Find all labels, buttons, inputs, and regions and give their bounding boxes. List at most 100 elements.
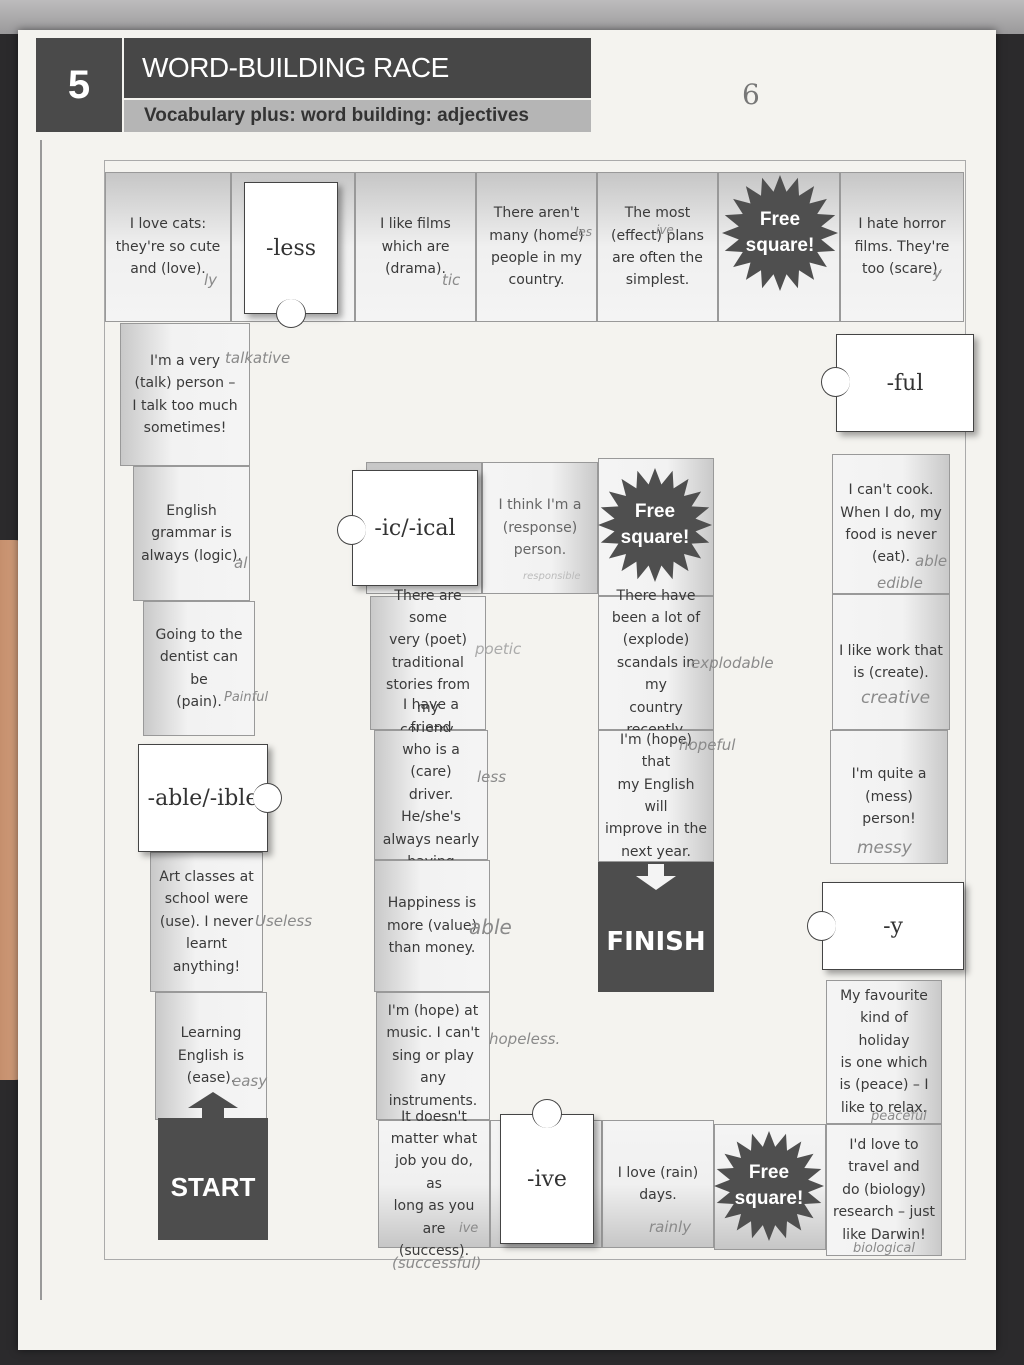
cell-line: (explode)	[622, 632, 690, 649]
cell-line: my English will	[617, 776, 695, 815]
cell-line: Happiness is	[387, 895, 477, 912]
handwritten-answer: ive	[459, 1221, 479, 1236]
cell-right-1: I can't cook. When I do, my food is neve…	[832, 454, 950, 594]
suffix-label: -less	[265, 235, 317, 261]
cell-line: is one which	[840, 1055, 928, 1071]
cell-left-4: Art classes at school were (use). I neve…	[150, 852, 312, 992]
down-arrow-icon	[636, 864, 676, 890]
cell-line: I'm (hope) that	[620, 731, 692, 771]
cell-line: The most	[624, 205, 691, 222]
handwritten-note: 6	[742, 78, 760, 111]
cell-line: (effect) plans	[611, 227, 704, 244]
cell-line: I talk too much	[132, 397, 238, 414]
cell-top-3: I like films which are (drama). tic	[355, 172, 476, 322]
cell-line: I'm quite a	[851, 766, 927, 783]
start-label: START	[170, 1171, 256, 1202]
puzzle-knob	[807, 911, 836, 941]
cell-right-5: I'd love to travel and do (biology) rese…	[826, 1124, 942, 1256]
handwritten-answer-2: edible	[877, 574, 923, 592]
cell-line: research – just	[833, 1204, 936, 1221]
cell-line: I can't cook.	[848, 482, 934, 499]
cell-line: My favourite	[840, 987, 928, 1004]
free-square-label: Free square!	[734, 1162, 804, 1209]
cell-line: many (home)	[489, 227, 584, 244]
cell-line: I like work that	[839, 642, 943, 659]
cell-bot-c: I love (rain) days. rainly	[602, 1120, 714, 1248]
cell-line: English	[166, 502, 217, 519]
handwritten-answer: ive	[656, 223, 674, 237]
handwritten-answer: creative	[861, 688, 931, 708]
suffix-label: -ful	[886, 370, 924, 396]
handwritten-answer: Painful	[224, 690, 269, 705]
suffix-piece-ive: -ive	[500, 1099, 594, 1244]
handwritten-answer: ly	[204, 271, 218, 289]
suffix-label: -ive	[527, 1166, 567, 1192]
cell-line: (response)	[502, 519, 578, 536]
cell-line: I think I'm a	[498, 497, 582, 514]
cell-line: person.	[513, 542, 567, 559]
cell-line: too (scare).	[861, 261, 943, 278]
cell-line: simplest.	[625, 272, 690, 289]
handwritten-answer: hopeless.	[489, 1030, 561, 1048]
puzzle-knob	[337, 515, 366, 545]
handwritten-answer: rainly	[649, 1218, 692, 1236]
suffix-label: -y	[883, 913, 903, 939]
suffix-piece-y: -y	[807, 882, 964, 970]
handwritten-answer: Useless	[255, 912, 313, 930]
cell-line: I like films	[380, 216, 451, 233]
cell-line: I'm a very	[149, 352, 221, 369]
cell-line: people in my	[490, 250, 583, 266]
cell-line: learnt anything!	[172, 936, 241, 975]
cell-line: It doesn't	[401, 1108, 467, 1125]
suffix-piece-ful: -ful	[821, 334, 974, 432]
cell-line: very (poet)	[389, 632, 467, 649]
handwritten-answer: tic	[442, 271, 461, 289]
cell-line: matter what	[390, 1131, 478, 1148]
handwritten-answer: able	[469, 915, 512, 939]
page-edge-line	[40, 140, 42, 1300]
cell-line: There are some	[394, 587, 462, 627]
cell-line: (mess) person!	[862, 788, 916, 828]
cell-line: are often the	[612, 250, 703, 266]
cell-line: scandals in my	[616, 654, 696, 694]
suffix-label: -able/-ible	[147, 785, 259, 811]
suffix-piece-less: -less	[244, 182, 338, 328]
starburst-icon	[598, 468, 712, 582]
cell-line: who is a (care)	[402, 742, 460, 781]
page-title: WORD-BUILDING RACE	[124, 38, 591, 98]
free-square-label: Free square!	[620, 501, 690, 548]
cell-mid-b: There have been a lot of (explode) scand…	[598, 588, 774, 738]
cell-line: is (peace) – I	[839, 1077, 929, 1094]
cell-line: stories from my	[386, 677, 470, 716]
cell-line: When I do, my	[840, 504, 942, 521]
free-square-top: Free square!	[720, 168, 840, 298]
cell-top-4: There aren't many (home) people in my co…	[476, 172, 597, 322]
handwritten-answer: easy	[232, 1072, 268, 1090]
cell-line: music. I can't	[386, 1025, 480, 1042]
cell-line: I hate horror	[858, 216, 946, 233]
handwritten-answer: less	[477, 768, 507, 786]
cell-left-1: I'm a very (talk) person – I talk too mu…	[120, 323, 290, 466]
cell-line: dentist can be	[159, 649, 239, 688]
unit-number: 5	[36, 38, 122, 132]
free-square-middle: Free square!	[596, 460, 714, 590]
cell-line: grammar is	[151, 525, 232, 542]
cell-line: Art classes at	[159, 869, 254, 886]
cell-mid-r1: I think I'm a (response) person. respons…	[482, 462, 598, 594]
cell-line: school were	[164, 891, 249, 908]
cell-line: (drama).	[385, 261, 446, 278]
cell-line: been a lot of	[611, 610, 701, 627]
starburst-icon	[722, 175, 838, 291]
background-top	[0, 0, 1024, 34]
page-subtitle: Vocabulary plus: word building: adjectiv…	[124, 100, 591, 132]
handwritten-answer: peaceful	[871, 1109, 927, 1124]
cell-line: films. They're	[854, 238, 950, 255]
handwritten-answer: les	[575, 225, 592, 239]
handwritten-answer: explodable	[691, 654, 774, 672]
cell-top-5: The most (effect) plans are often the si…	[597, 172, 718, 322]
cell-line: like Darwin!	[842, 1226, 926, 1243]
cell-right-3: I'm quite a (mess) person! messy	[830, 730, 948, 864]
cell-line: job you do, as	[395, 1153, 473, 1192]
cell-line: always (logic).	[141, 547, 242, 564]
puzzle-knob	[253, 783, 282, 813]
